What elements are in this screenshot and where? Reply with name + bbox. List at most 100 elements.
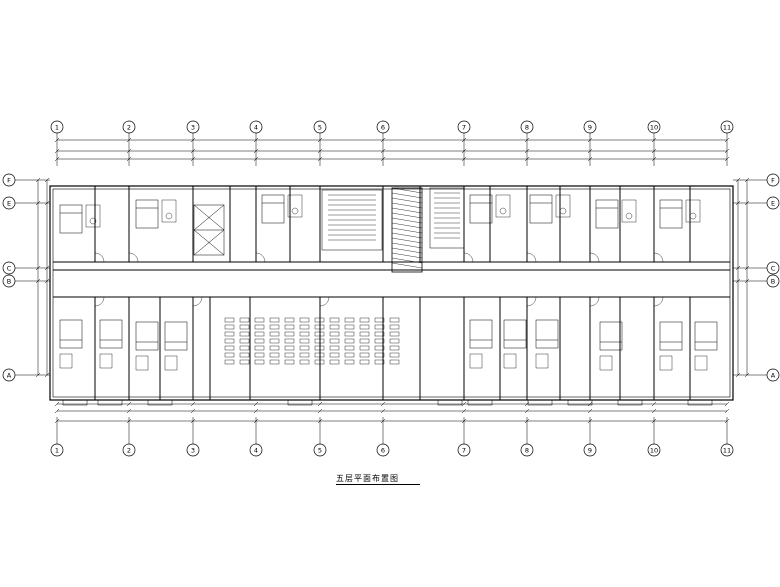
seat [224, 331, 235, 337]
seat [329, 338, 340, 344]
balcony [62, 399, 88, 406]
axis-bubble [766, 196, 780, 210]
seat [224, 324, 235, 330]
dimension-tick [35, 265, 41, 271]
seat [374, 331, 385, 337]
bed [659, 321, 683, 351]
dimension-tick [724, 408, 730, 414]
shaft-hatch [391, 237, 423, 244]
dimension-tick [524, 137, 530, 143]
wardrobe [59, 353, 73, 369]
seat [254, 331, 265, 337]
seat [254, 345, 265, 351]
axis-bubble [376, 443, 390, 457]
door-swing [94, 296, 105, 307]
seat [314, 331, 325, 337]
wardrobe [99, 353, 113, 369]
balcony [527, 399, 553, 406]
dimension-tick [44, 278, 50, 284]
axis-bubble [376, 120, 390, 134]
axis-bubble [50, 120, 64, 134]
seat [389, 352, 400, 358]
seat [299, 345, 310, 351]
dimension-tick [317, 418, 323, 424]
axis-label: 9 [588, 124, 592, 132]
axis-bubble [249, 443, 263, 457]
bathroom [555, 194, 571, 218]
dimension-tick [587, 401, 593, 407]
seat [374, 352, 385, 358]
dimension-tick [253, 148, 259, 154]
dimension-tick [744, 177, 750, 183]
seat [284, 338, 295, 344]
balcony [97, 399, 123, 406]
seat [344, 359, 355, 365]
dimension-tick [190, 148, 196, 154]
shaft-hatch [391, 252, 423, 259]
axis-label: C [771, 265, 776, 273]
dimension-tick [524, 148, 530, 154]
axis-label: 8 [525, 447, 529, 455]
axis-bubble [766, 261, 780, 275]
dimension-tick [44, 265, 50, 271]
seat [299, 359, 310, 365]
seat [269, 324, 280, 330]
seat [239, 352, 250, 358]
dimension-tick [380, 156, 386, 162]
axis-bubble [2, 261, 16, 275]
room-details [59, 187, 718, 406]
dimension-tick [587, 137, 593, 143]
dimension-tick [587, 408, 593, 414]
seat [299, 324, 310, 330]
seat [254, 359, 265, 365]
axis-label: 2 [127, 447, 131, 455]
seat [344, 317, 355, 323]
axis-bubble [520, 120, 534, 134]
seat [269, 352, 280, 358]
seat [374, 324, 385, 330]
axis-bubble [313, 120, 327, 134]
axis-label: E [771, 200, 775, 208]
seat [374, 317, 385, 323]
bathroom [495, 194, 511, 218]
dimension-tick [44, 372, 50, 378]
axis-bubble [186, 443, 200, 457]
dimension-tick [651, 401, 657, 407]
shaft-hatch [391, 197, 423, 204]
wardrobe [694, 355, 708, 371]
seat [254, 338, 265, 344]
dimension-tick [317, 137, 323, 143]
dimension-tick [735, 265, 741, 271]
seat [239, 324, 250, 330]
bed [599, 321, 623, 351]
axis-label: B [771, 278, 775, 286]
axis-bubble [50, 443, 64, 457]
seat [389, 345, 400, 351]
dimension-tick [461, 408, 467, 414]
toilet [625, 212, 633, 220]
shaft-hatch [391, 187, 423, 194]
axis-bubble [2, 274, 16, 288]
dimension-tick [126, 418, 132, 424]
dimension-tick [735, 177, 741, 183]
dimension-tick [651, 156, 657, 162]
bed [261, 194, 285, 224]
dimension-tick [253, 156, 259, 162]
axis-label: 6 [381, 124, 385, 132]
axis-label: 5 [318, 124, 322, 132]
seat [269, 338, 280, 344]
axis-bubble [720, 443, 734, 457]
shaft-hatch [391, 227, 423, 234]
axis-bubble [2, 196, 16, 210]
dimension-tick [724, 156, 730, 162]
door-swing [255, 252, 266, 263]
toilet [559, 207, 567, 215]
seat [329, 359, 340, 365]
balcony [687, 399, 713, 406]
seat [239, 359, 250, 365]
bed [694, 321, 718, 351]
toilet [499, 207, 507, 215]
seat [299, 338, 310, 344]
axis-label: 1 [55, 447, 59, 455]
